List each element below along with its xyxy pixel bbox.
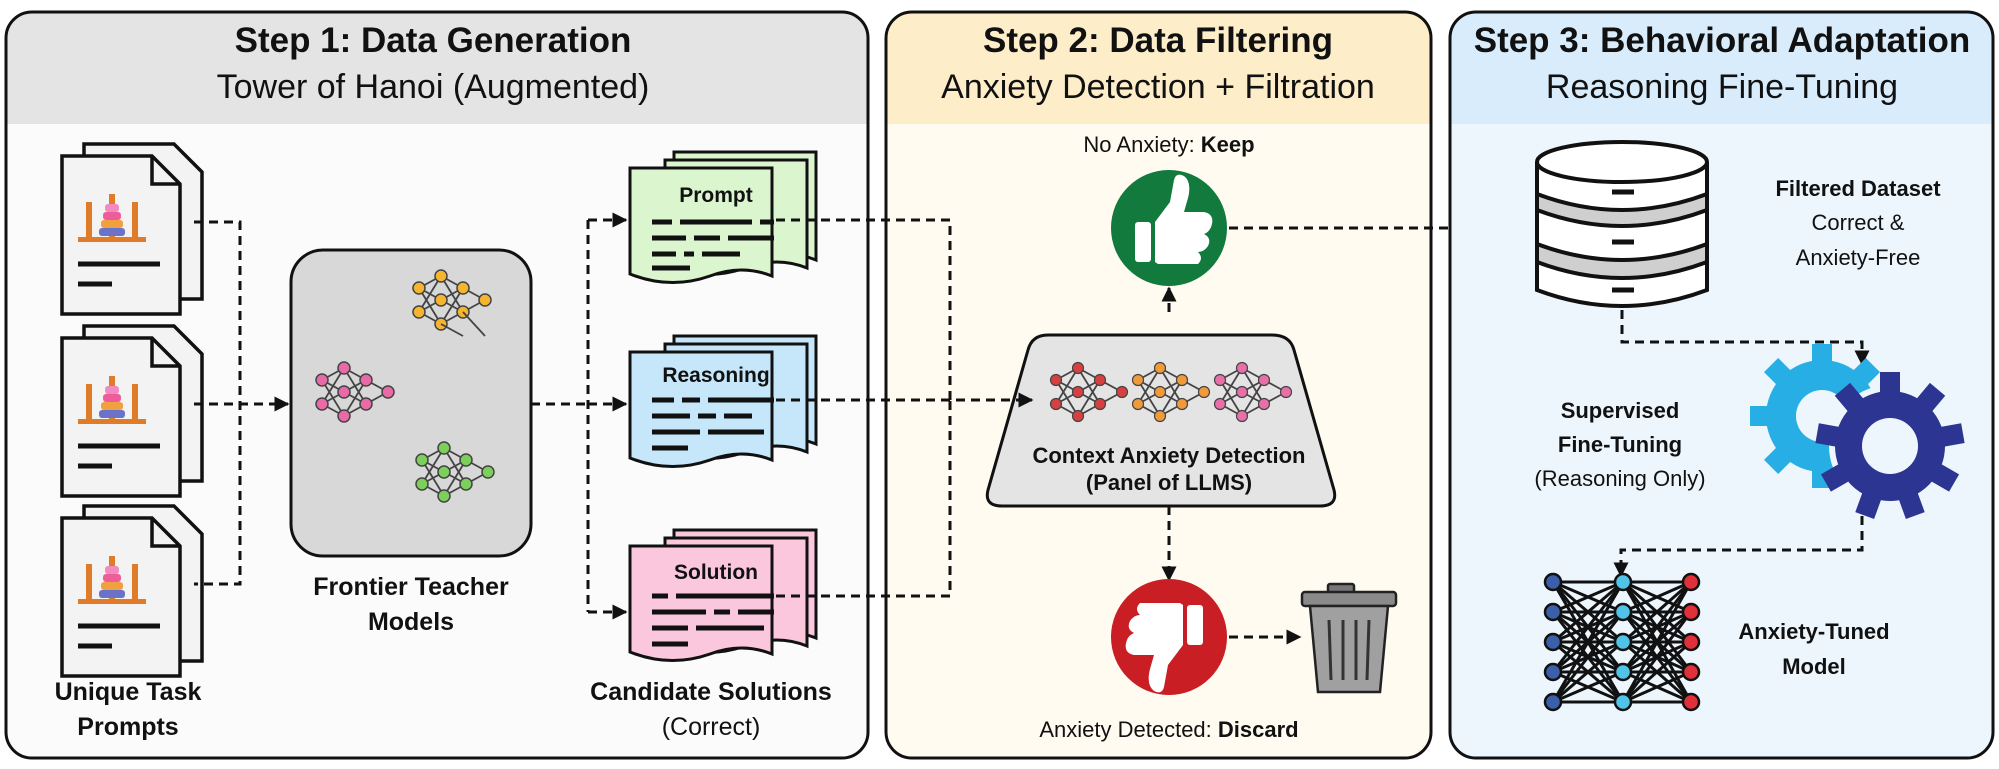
step3-subtitle: Reasoning Fine-Tuning [1546, 68, 1898, 106]
step3-header [1450, 12, 1993, 124]
document-icon [62, 144, 202, 314]
tower-of-hanoi-icon [62, 506, 202, 676]
step2-header [886, 12, 1431, 124]
step2-title: Step 2: Data Filtering [983, 21, 1333, 60]
step1-subtitle: Tower of Hanoi (Augmented) [217, 68, 650, 106]
neural-network-icon [412, 269, 492, 337]
prompts-label-line1: Unique Task [55, 678, 202, 706]
trash-can-icon [1300, 582, 1398, 694]
gears-icon [1750, 344, 1965, 519]
neural-network-icon [1543, 572, 1701, 712]
sft-line2: Fine-Tuning [1558, 432, 1682, 457]
database-icon [1535, 140, 1709, 308]
keep-prefix: No Anxiety: [1083, 132, 1200, 157]
neural-network-icon [1049, 361, 1129, 423]
step1-title: Step 1: Data Generation [235, 21, 632, 60]
step3-body [1450, 12, 1993, 758]
dataset-to-sft-arrow [1620, 310, 1870, 366]
model-label-line2: Model [1782, 654, 1846, 679]
detector-label-line2: (Panel of LLMS) [1086, 470, 1252, 495]
teacher-label-line2: Models [368, 608, 454, 636]
thumbs-down-icon [1111, 579, 1227, 695]
solution-document: Solution [628, 528, 818, 663]
candidate-label-line1: Candidate Solutions [590, 678, 832, 706]
dataset-line3: Anxiety-Free [1796, 245, 1921, 270]
prompt-doc-title: Prompt [679, 184, 753, 207]
prompt-to-detector-line [776, 218, 952, 400]
step3-title: Step 3: Behavioral Adaptation [1474, 21, 1971, 60]
neural-network-icon [1131, 361, 1211, 423]
neural-network-icon [315, 361, 395, 423]
discard-caption: Anxiety Detected: Discard [1039, 717, 1298, 742]
dataset-line2: Correct & [1812, 210, 1905, 235]
detector-label-line1: Context Anxiety Detection [1032, 443, 1305, 468]
discard-prefix: Anxiety Detected: [1039, 717, 1218, 742]
tower-of-hanoi-icon [62, 144, 202, 314]
document-icon [62, 326, 202, 496]
solution-doc-title: Solution [674, 561, 758, 584]
step3-panel: Step 3: Behavioral Adaptation Reasoning … [1448, 10, 1995, 760]
prompts-label-line2: Prompts [77, 713, 178, 741]
step2-subtitle: Anxiety Detection + Filtration [941, 68, 1375, 106]
step1-panel: Step 1: Data Generation Tower of Hanoi (… [4, 10, 870, 760]
step1-header [6, 12, 868, 124]
reasoning-doc-title: Reasoning [662, 364, 769, 387]
solution-to-detector-line [776, 400, 952, 598]
sft-line3: (Reasoning Only) [1534, 466, 1705, 491]
thumbs-up-icon [1111, 170, 1227, 286]
discard-word: Discard [1218, 717, 1299, 742]
teacher-label-line1: Frontier Teacher [313, 573, 509, 601]
candidate-label-line2: (Correct) [662, 713, 761, 741]
dataset-title: Filtered Dataset [1775, 176, 1941, 201]
model-label-line1: Anxiety-Tuned [1738, 619, 1889, 644]
sft-line1: Supervised [1561, 398, 1680, 423]
keep-caption: No Anxiety: Keep [1083, 132, 1254, 157]
neural-network-icon [415, 441, 495, 503]
neural-network-icon [1213, 361, 1293, 423]
keep-word: Keep [1201, 132, 1255, 157]
reasoning-document: Reasoning [628, 334, 818, 469]
step2-panel: Step 2: Data Filtering Anxiety Detection… [884, 10, 1433, 760]
prompt-document: Prompt [628, 150, 818, 285]
document-icon [62, 506, 202, 676]
tower-of-hanoi-icon [62, 326, 202, 496]
sft-to-model-arrow [1613, 516, 1864, 578]
